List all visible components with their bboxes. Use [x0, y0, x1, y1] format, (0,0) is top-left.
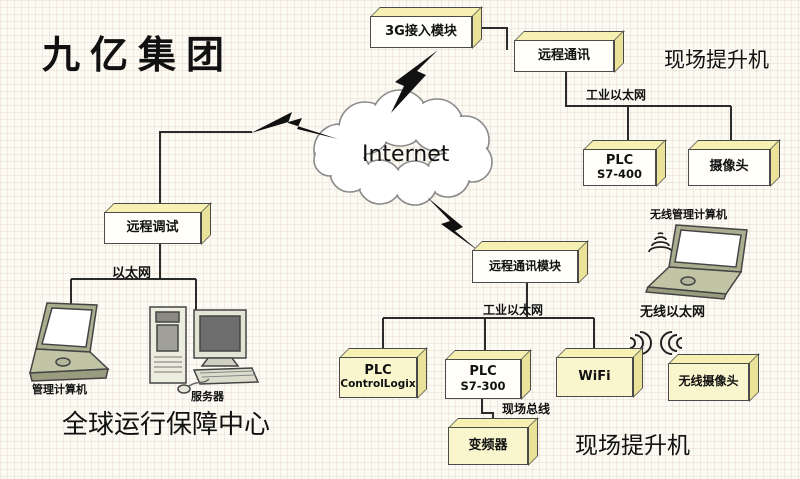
box-remote-comm-module: 远程通讯模块	[472, 250, 578, 283]
box-label: WiFi	[578, 368, 611, 384]
box-wireless-camera: 无线摄像头	[668, 363, 749, 401]
bus-industrial-ethernet-mid	[382, 283, 595, 360]
box-plc-s7400: PLC S7-400	[583, 149, 656, 186]
box-plc-controllogix: PLC ControlLogix	[339, 357, 417, 398]
section-title-global-center: 全球运行保障中心	[62, 410, 271, 440]
section-title-site-hoist-bottom: 现场提升机	[575, 433, 690, 459]
laptop-icon-management	[29, 302, 110, 382]
wireless-beacon-icon	[648, 232, 673, 253]
box-label: PLC	[364, 363, 392, 379]
bolt-3g-to-cloud	[391, 50, 438, 113]
box-label: 远程通讯模块	[488, 258, 561, 273]
bolt-cloud-to-module	[427, 197, 480, 252]
label-wireless-management-computer: 无线管理计算机	[650, 208, 727, 221]
section-title-site-hoist-top: 现场提升机	[664, 48, 769, 72]
bus-ethernet-left	[70, 244, 197, 312]
box-plc-s7300: PLC S7-300	[445, 359, 521, 399]
box-3g-access-module: 3G接入模块	[370, 16, 472, 48]
box-label: 摄像头	[709, 159, 749, 175]
box-wifi: WiFi	[556, 357, 633, 397]
box-remote-comm: 远程通讯	[514, 40, 614, 72]
box-label: 变频器	[468, 437, 508, 453]
label-fieldbus: 现场总线	[502, 402, 551, 416]
box-label: 远程通讯	[537, 47, 590, 63]
label-management-computer: 管理计算机	[32, 383, 87, 396]
box-label: 无线摄像头	[678, 374, 739, 389]
label-ethernet: 以太网	[112, 266, 152, 281]
wifi-waves-left-icon	[660, 331, 683, 355]
box-camera: 摄像头	[688, 149, 770, 186]
box-label: ControlLogix	[340, 377, 416, 390]
link-cloud-to-remote-debug	[159, 131, 252, 212]
box-label: 3G接入模块	[385, 23, 457, 39]
label-server: 服务器	[191, 390, 224, 403]
bus-industrial-ethernet-top	[565, 72, 732, 146]
label-industrial-ethernet-top: 工业以太网	[586, 88, 647, 102]
box-label: PLC	[469, 364, 497, 380]
internet-cloud	[313, 89, 493, 206]
bolt-cloud-to-left	[251, 112, 338, 139]
box-label: PLC	[605, 152, 634, 168]
company-title: 九亿集团	[42, 32, 235, 77]
laptop-icon-wireless	[644, 224, 748, 300]
box-inverter: 变频器	[448, 427, 528, 465]
box-remote-debug: 远程调试	[104, 212, 201, 244]
internet-label: Internet	[362, 142, 450, 167]
server-icon	[149, 306, 260, 394]
link-3g-to-remote-comm	[481, 27, 508, 50]
label-wireless-ethernet: 无线以太网	[640, 305, 706, 320]
box-label: S7-300	[460, 378, 506, 393]
box-label: 远程调试	[126, 219, 179, 235]
label-industrial-ethernet-mid: 工业以太网	[483, 303, 544, 317]
box-label: S7-400	[596, 167, 643, 182]
